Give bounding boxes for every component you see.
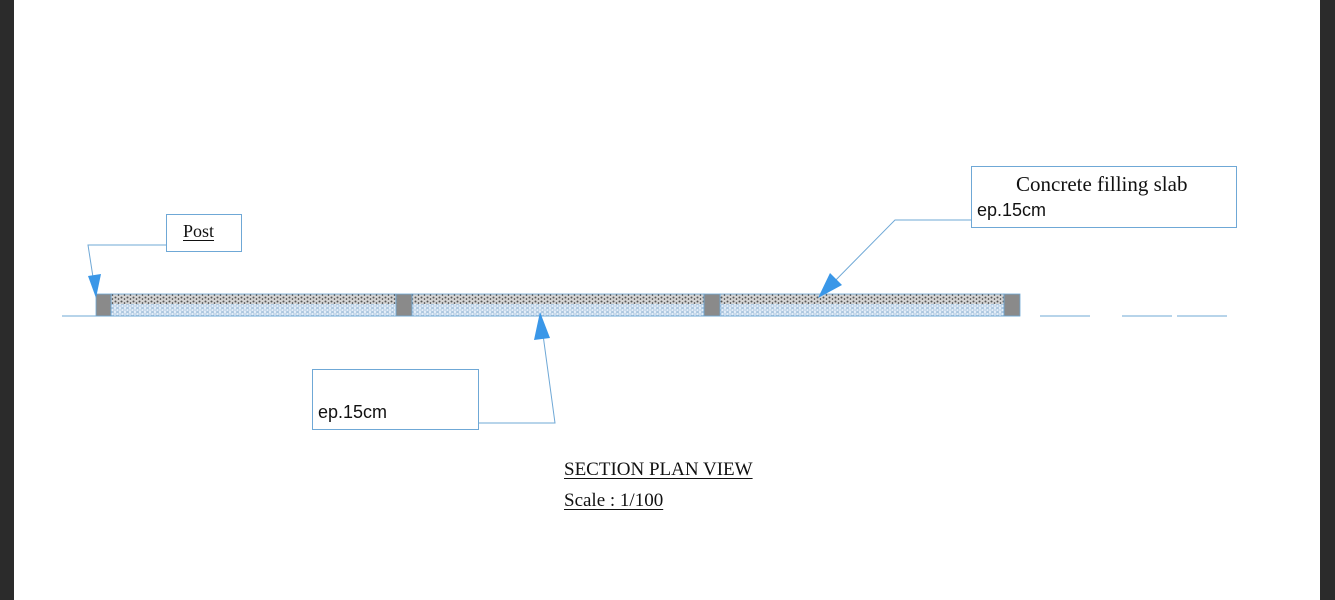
slab-segment-3	[719, 293, 1005, 317]
section-title: SECTION PLAN VIEW	[564, 459, 753, 480]
slab-segment-1	[110, 293, 397, 317]
slab-leader-line	[825, 219, 972, 291]
slab-leader-arrowhead	[818, 273, 842, 298]
lower-leader-line	[478, 319, 556, 424]
post-leader-line	[87, 244, 166, 291]
slab-title: Concrete filling slab	[1016, 172, 1188, 196]
post-3	[703, 293, 721, 317]
post-callout: Post	[166, 214, 242, 252]
slab-thickness: ep.15cm	[977, 200, 1047, 220]
lower-thickness: ep.15cm	[318, 402, 388, 422]
slab-callout: Concrete filling slab ep.15cm	[971, 166, 1237, 228]
post-1	[95, 293, 112, 317]
lower-callout: ep.15cm	[312, 369, 479, 430]
slab-segment-2	[411, 293, 705, 317]
post-leader-arrowhead	[88, 274, 101, 298]
scale-label: Scale : 1/100	[564, 490, 664, 511]
post-4	[1003, 293, 1021, 317]
lower-leader-arrowhead	[534, 312, 550, 340]
post-2	[395, 293, 413, 317]
post-label: Post	[183, 221, 215, 241]
